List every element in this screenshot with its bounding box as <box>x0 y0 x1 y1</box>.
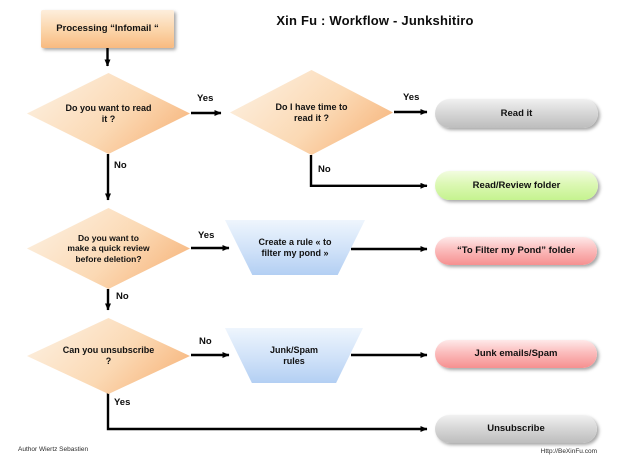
footer-author: Author Wiertz Sebastien <box>18 446 89 453</box>
edge-label-d2-yes: Yes <box>403 92 420 103</box>
node-decision-review: Do you want to make a quick review befor… <box>27 208 190 289</box>
edge-label-d1-yes: Yes <box>197 93 214 104</box>
node-unsubscribe: Unsubscribe <box>435 415 597 443</box>
edge-d4-yes <box>106 393 428 432</box>
edge-label-d4-yes: Yes <box>114 397 131 408</box>
node-read-review-folder: Read/Review folder <box>435 171 598 200</box>
node-decision-unsubscribe: Can you unsubscribe ? <box>27 318 190 394</box>
edge-label-d2-no: No <box>318 164 331 175</box>
node-start: Processing “Infomail “ <box>41 10 174 48</box>
node-create-rule: Create a rule « to filter my pond » <box>225 220 365 275</box>
node-junk-emails-label: Junk emails/Spam <box>474 348 558 360</box>
node-junk-rules-label: Junk/Spam rules <box>269 344 318 366</box>
node-start-label: Processing “Infomail “ <box>56 23 159 35</box>
node-unsubscribe-label: Unsubscribe <box>487 423 545 435</box>
node-junk-rules: Junk/Spam rules <box>225 328 363 383</box>
node-read-it: Read it <box>435 99 598 128</box>
node-decision-unsubscribe-label: Can you unsubscribe ? <box>62 345 155 366</box>
footer-url: Http://BeXinFu.com <box>540 448 597 455</box>
node-decision-time: Do I have time to read it ? <box>230 70 393 155</box>
node-decision-read-label: Do you want to read it ? <box>65 102 152 124</box>
node-read-review-folder-label: Read/Review folder <box>472 179 561 191</box>
edge-label-d1-no: No <box>114 160 127 171</box>
edge-label-d3-no: No <box>116 291 129 302</box>
node-decision-read: Do you want to read it ? <box>27 73 190 154</box>
node-filter-pond-folder-label: “To Filter my Pond” folder <box>456 245 576 257</box>
node-filter-pond-folder: “To Filter my Pond” folder <box>435 237 597 265</box>
page-title: Xin Fu : Workflow - Junkshitiro <box>276 13 474 28</box>
node-junk-emails: Junk emails/Spam <box>435 340 597 368</box>
node-create-rule-label: Create a rule « to filter my pond » <box>258 236 332 258</box>
edge-label-d4-no: No <box>199 336 212 347</box>
node-read-it-label: Read it <box>500 107 533 119</box>
edge-label-d3-yes: Yes <box>198 230 215 241</box>
node-decision-review-label: Do you want to make a quick review befor… <box>67 232 150 264</box>
node-decision-time-label: Do I have time to read it ? <box>275 101 348 123</box>
